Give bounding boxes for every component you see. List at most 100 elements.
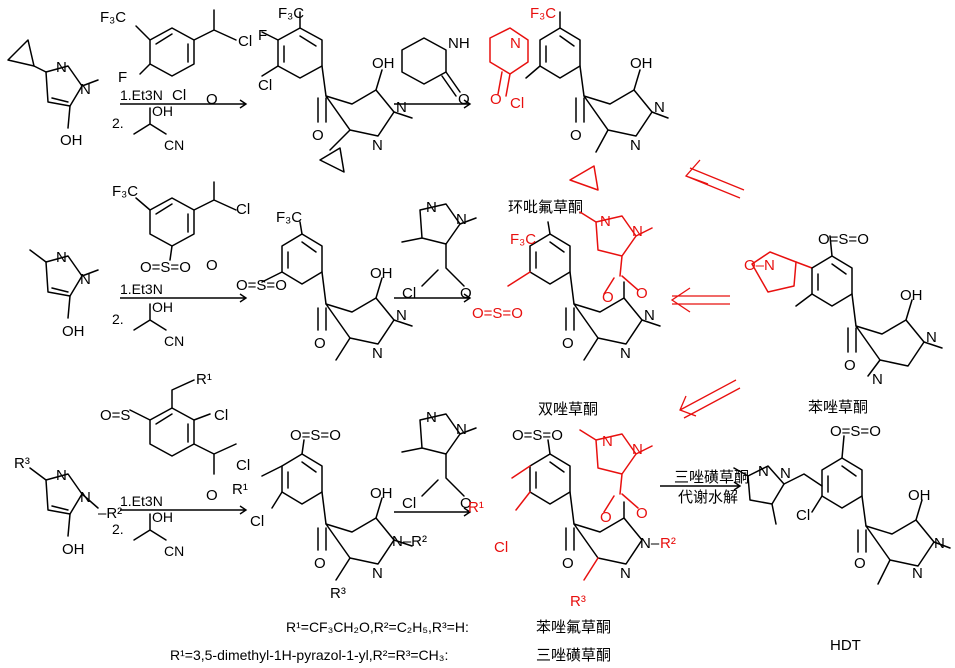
svg-text:OH: OH — [372, 55, 395, 72]
svg-text:OH: OH — [630, 55, 653, 72]
svg-text:OH: OH — [370, 265, 393, 282]
svg-text:R³: R³ — [570, 593, 586, 610]
svg-text:N: N — [912, 565, 923, 582]
svg-text:OH: OH — [152, 103, 173, 119]
svg-text:CN: CN — [164, 137, 184, 153]
svg-text:N: N — [644, 307, 655, 324]
svg-text:F₃C: F₃C — [100, 9, 126, 26]
svg-text:–R²: –R² — [98, 505, 122, 522]
svg-text:2.: 2. — [112, 521, 124, 537]
label-topramezone: 苯唑草酮 — [808, 398, 868, 416]
footnote-2: R¹=3,5-dimethyl-1H-pyrazol-1-yl,R²=R³=CH… — [170, 646, 611, 664]
svg-text:N: N — [620, 345, 631, 362]
svg-text:Cl: Cl — [250, 513, 264, 530]
svg-text:O: O — [312, 127, 324, 144]
svg-text:O=S=O: O=S=O — [512, 427, 563, 444]
svg-text:O=S=O: O=S=O — [818, 231, 869, 248]
svg-text:O: O — [570, 127, 582, 144]
svg-text:F₃C: F₃C — [276, 209, 302, 226]
svg-text:O: O — [854, 555, 866, 572]
svg-text:R¹=CF₃CH₂O,R²=C₂H₅,R³=H:: R¹=CF₃CH₂O,R²=C₂H₅,R³=H: — [286, 619, 469, 635]
svg-text:O: O — [600, 509, 612, 526]
svg-text:OH: OH — [62, 541, 85, 558]
svg-text:N: N — [926, 329, 937, 346]
svg-text:O: O — [314, 335, 326, 352]
svg-text:N: N — [426, 409, 437, 426]
svg-text:O: O — [490, 91, 502, 108]
label-bipyrazone: 双唑草酮 — [538, 400, 598, 418]
svg-text:N: N — [426, 199, 437, 216]
svg-text:N: N — [632, 223, 643, 240]
svg-text:Cl: Cl — [236, 201, 250, 218]
svg-text:N: N — [56, 249, 67, 266]
svg-text:F₃C: F₃C — [530, 5, 556, 22]
svg-text:N: N — [630, 137, 641, 154]
reaction-arrow-metabolism — [660, 481, 742, 491]
retro-arrow-to-row3 — [679, 379, 741, 419]
svg-text:Cl: Cl — [402, 495, 416, 512]
svg-text:N: N — [372, 137, 383, 154]
svg-text:O: O — [562, 335, 574, 352]
svg-text:R¹=3,5-dimethyl-1H-pyrazol-1-y: R¹=3,5-dimethyl-1H-pyrazol-1-yl,R²=R³=CH… — [170, 647, 448, 663]
svg-text:O: O — [602, 289, 614, 306]
svg-text:Cl: Cl — [494, 539, 508, 556]
svg-text:O=S: O=S — [100, 407, 130, 424]
svg-text:Cl: Cl — [258, 77, 272, 94]
svg-text:N: N — [872, 371, 883, 388]
structure-acyl-chloride-cf3: F₃C F Cl O Cl — [100, 9, 252, 108]
svg-text:O: O — [460, 285, 472, 302]
svg-text:O: O — [460, 495, 472, 512]
svg-text:O: O — [206, 91, 218, 108]
svg-text:Cl: Cl — [236, 457, 250, 474]
reaction-arrow-1a — [120, 99, 248, 109]
structure-intermediate-2: F₃C O=S=O O OH N N — [236, 209, 413, 362]
retro-arrow-to-row1 — [684, 159, 745, 199]
svg-text:F₃C: F₃C — [510, 231, 536, 248]
svg-text:三唑磺草酮: 三唑磺草酮 — [536, 646, 611, 664]
svg-text:CN: CN — [164, 333, 184, 349]
svg-text:O: O — [636, 505, 648, 522]
svg-text:N: N — [600, 213, 611, 230]
svg-text:F₃C: F₃C — [278, 5, 304, 22]
label-metabolism-line2: 代谢水解 — [678, 488, 738, 506]
acetone-cyanohydrin-3: 2. OH CN — [112, 509, 184, 559]
svg-text:OH: OH — [370, 485, 393, 502]
svg-text:N: N — [602, 433, 613, 450]
svg-text:N: N — [934, 535, 945, 552]
svg-text:R²: R² — [660, 535, 676, 552]
reaction-arrow-3b — [394, 507, 472, 517]
svg-text:N–R²: N–R² — [392, 533, 427, 550]
svg-text:OH: OH — [152, 509, 173, 525]
label-cyclopyrifluone: 环吡氟草酮 — [508, 198, 583, 216]
condition-et3n-2: 1.Et3N — [120, 281, 163, 297]
svg-text:O=S=O: O=S=O — [236, 277, 287, 294]
svg-text:R¹: R¹ — [468, 499, 484, 516]
svg-text:N: N — [56, 467, 67, 484]
svg-text:N: N — [372, 345, 383, 362]
svg-text:O–N: O–N — [744, 257, 775, 274]
svg-text:O: O — [636, 285, 648, 302]
svg-text:2.: 2. — [112, 311, 124, 327]
structure-piperidinone: NHO — [401, 35, 470, 108]
svg-text:CN: CN — [164, 543, 184, 559]
svg-text:N: N — [396, 307, 407, 324]
svg-text:OH: OH — [908, 487, 931, 504]
svg-text:N: N — [758, 463, 769, 480]
reaction-arrow-3a — [120, 505, 248, 515]
svg-text:R³: R³ — [14, 455, 30, 472]
svg-text:R¹: R¹ — [196, 371, 212, 388]
svg-text:O=S=O: O=S=O — [830, 423, 881, 440]
svg-text:N: N — [780, 465, 791, 482]
svg-text:N: N — [56, 59, 67, 76]
structure-pyrazole-cyclopropyl: NN OH — [7, 39, 99, 149]
reaction-arrow-2b — [394, 293, 472, 303]
